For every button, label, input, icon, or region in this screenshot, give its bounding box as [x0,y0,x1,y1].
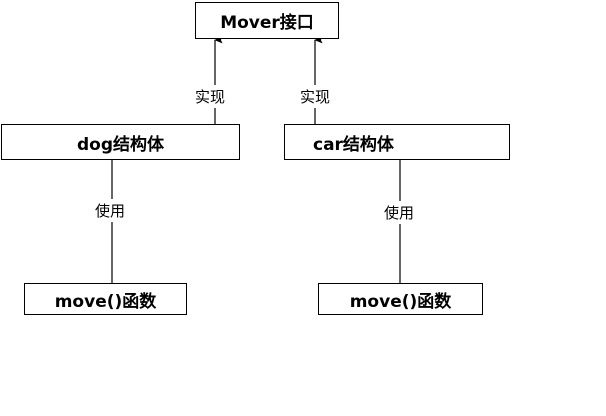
mover-interface-label: Mover接口 [220,13,314,33]
car-struct-box: car结构体 [284,124,510,160]
dog-implements-label: 实现 [193,85,228,108]
dog-move-func-box: move()函数 [24,283,187,315]
dog-uses-label: 使用 [93,199,128,222]
dog-move-func-label: move()函数 [54,291,157,312]
car-uses-label: 使用 [382,201,417,224]
mover-interface-box: Mover接口 [195,2,339,39]
car-move-func-box: move()函数 [318,283,483,315]
car-move-func-label: move()函数 [349,291,452,312]
dog-struct-label: dog结构体 [76,134,165,155]
car-struct-label: car结构体 [313,134,394,155]
dog-struct-box: dog结构体 [1,124,240,160]
car-implements-label: 实现 [298,85,333,108]
